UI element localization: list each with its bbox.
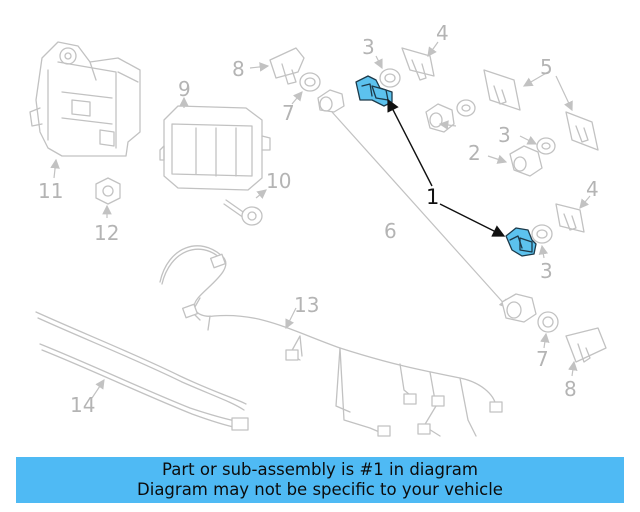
callout-12: 12 bbox=[94, 221, 119, 245]
callout-14: 14 bbox=[70, 393, 95, 417]
nut-part-12 bbox=[95, 177, 121, 205]
callout-8-top: 8 bbox=[232, 57, 245, 81]
info-banner: Part or sub-assembly is #1 in diagram Di… bbox=[16, 457, 624, 503]
clip-part-8-top bbox=[269, 47, 305, 85]
callout-4-top: 4 bbox=[436, 21, 449, 45]
callout-13: 13 bbox=[294, 293, 319, 317]
bracket-part-11 bbox=[29, 41, 141, 157]
grommet-part-7-lower bbox=[537, 311, 559, 333]
banner-line-2: Diagram may not be specific to your vehi… bbox=[137, 480, 503, 499]
ring-part-3-top bbox=[379, 68, 401, 88]
callout-3-top: 3 bbox=[362, 35, 375, 59]
sensor-part-6-top bbox=[317, 89, 345, 113]
parts-diagram: 1 2 3 3 3 4 4 5 6 7 7 8 8 9 10 11 12 13 … bbox=[29, 21, 607, 437]
callout-11: 11 bbox=[38, 179, 63, 203]
bracket-part-4-top bbox=[401, 47, 435, 81]
trim-strip-part-14 bbox=[35, 311, 249, 431]
bracket-part-5 bbox=[483, 69, 599, 151]
sensor-part-6-lower bbox=[501, 293, 537, 323]
clip-part-8-lower bbox=[565, 327, 607, 363]
ring-part-3-lower bbox=[531, 224, 553, 244]
sensor-part-1-lower bbox=[505, 227, 537, 257]
callout-1: 1 bbox=[426, 185, 439, 209]
callout-5: 5 bbox=[540, 55, 553, 79]
bolt-part-10 bbox=[223, 199, 263, 226]
wiring-harness-part-13 bbox=[159, 245, 503, 437]
sensor-group-part-2 bbox=[425, 99, 556, 177]
callout-3-lower: 3 bbox=[540, 259, 553, 283]
callout-4-lower: 4 bbox=[586, 177, 599, 201]
callout-3-mid: 3 bbox=[498, 123, 511, 147]
sensor-part-1-top bbox=[355, 75, 393, 107]
callout-8-lower: 8 bbox=[564, 377, 577, 401]
callout-10: 10 bbox=[266, 169, 291, 193]
callout-7-top: 7 bbox=[282, 101, 295, 125]
grommet-part-7-top bbox=[299, 72, 321, 92]
callout-2: 2 bbox=[468, 141, 481, 165]
callout-9: 9 bbox=[178, 77, 191, 101]
callout-6: 6 bbox=[384, 219, 397, 243]
banner-line-1: Part or sub-assembly is #1 in diagram bbox=[162, 460, 478, 479]
callout-7-lower: 7 bbox=[536, 347, 549, 371]
module-part-9 bbox=[159, 105, 271, 191]
bracket-part-4-lower bbox=[555, 203, 585, 233]
